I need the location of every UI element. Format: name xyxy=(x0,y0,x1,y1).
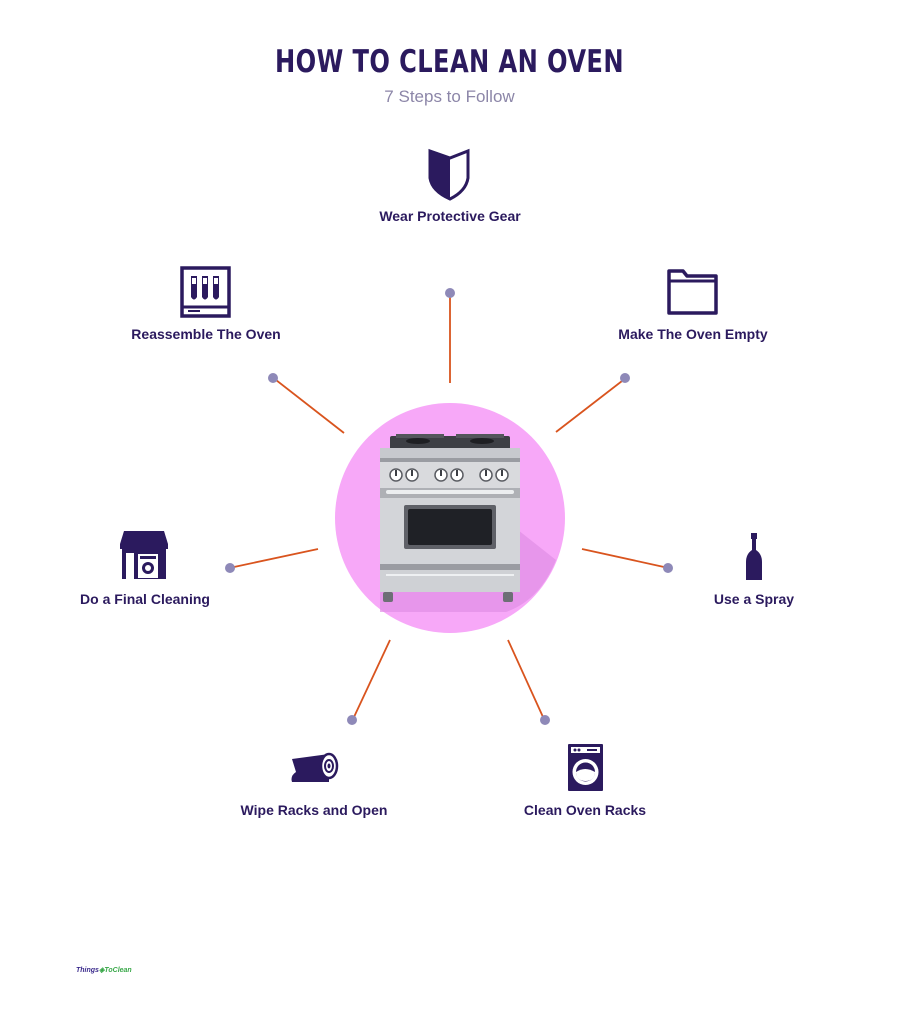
connector-dots xyxy=(225,288,673,725)
folder-icon xyxy=(667,269,718,315)
bottle-icon xyxy=(746,533,762,580)
oven-illustration xyxy=(380,434,520,602)
dot-5 xyxy=(347,715,357,725)
shield-icon xyxy=(428,148,470,201)
dot-6 xyxy=(225,563,235,573)
dot-4 xyxy=(540,715,550,725)
step-label-do-a-final-cleaning: Do a Final Cleaning xyxy=(80,591,210,607)
brand-logo: Things◈ToClean xyxy=(76,966,132,974)
step-label-use-a-spray: Use a Spray xyxy=(713,591,795,607)
logo-part-1: Things xyxy=(76,967,99,974)
page-title: HOW TO CLEAN AN OVEN xyxy=(275,44,624,80)
connector-7 xyxy=(275,379,345,434)
connector-2 xyxy=(555,380,623,433)
washing-machine-icon xyxy=(568,744,603,791)
connector-3 xyxy=(581,548,665,568)
connectors xyxy=(233,297,665,718)
broom-icon: ◈ xyxy=(98,967,105,974)
dot-7 xyxy=(268,373,278,383)
step-label-wipe-racks-and-open: Wipe Racks and Open xyxy=(240,802,388,818)
test-tubes-icon xyxy=(180,266,231,318)
page-subtitle: 7 Steps to Follow xyxy=(384,87,515,106)
laundry-shop-icon xyxy=(120,531,168,579)
connector-5 xyxy=(353,639,391,718)
step-label-reassemble-the-oven: Reassemble The Oven xyxy=(131,326,281,342)
logo-part-2: ToClean xyxy=(104,967,132,974)
step-label-clean-oven-racks: Clean Oven Racks xyxy=(523,802,647,818)
step-label-wear-protective-gear: Wear Protective Gear xyxy=(379,208,521,224)
dot-2 xyxy=(620,373,630,383)
connector-6 xyxy=(233,548,319,568)
dot-1 xyxy=(445,288,455,298)
step-label-make-oven-empty: Make The Oven Empty xyxy=(618,326,768,342)
connector-4 xyxy=(507,639,544,718)
paper-roll-icon xyxy=(291,752,339,782)
dot-3 xyxy=(663,563,673,573)
